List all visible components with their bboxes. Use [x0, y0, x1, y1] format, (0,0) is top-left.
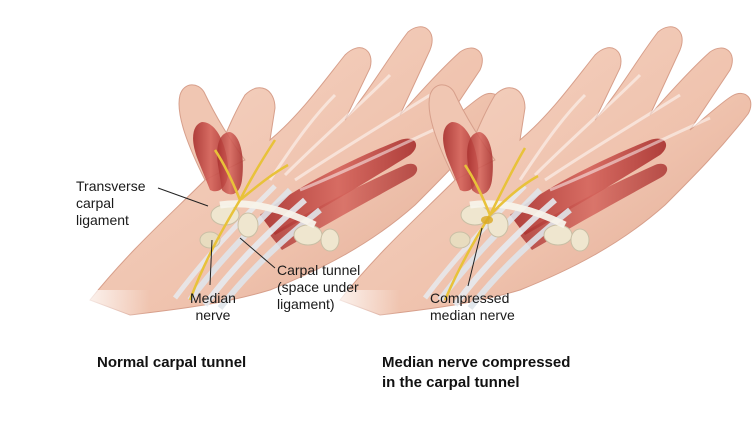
caption-compressed-line2: in the carpal tunnel [382, 373, 520, 392]
label-transverse-carpal-ligament: Transverse carpal ligament [76, 178, 146, 229]
label-compressed-median-nerve: Compressed median nerve [430, 290, 515, 324]
label-median-nerve: Median nerve [190, 290, 236, 324]
label-carpal-tunnel: Carpal tunnel (space under ligament) [277, 262, 360, 313]
caption-normal: Normal carpal tunnel [97, 353, 246, 372]
caption-compressed-line1: Median nerve compressed [382, 353, 570, 372]
